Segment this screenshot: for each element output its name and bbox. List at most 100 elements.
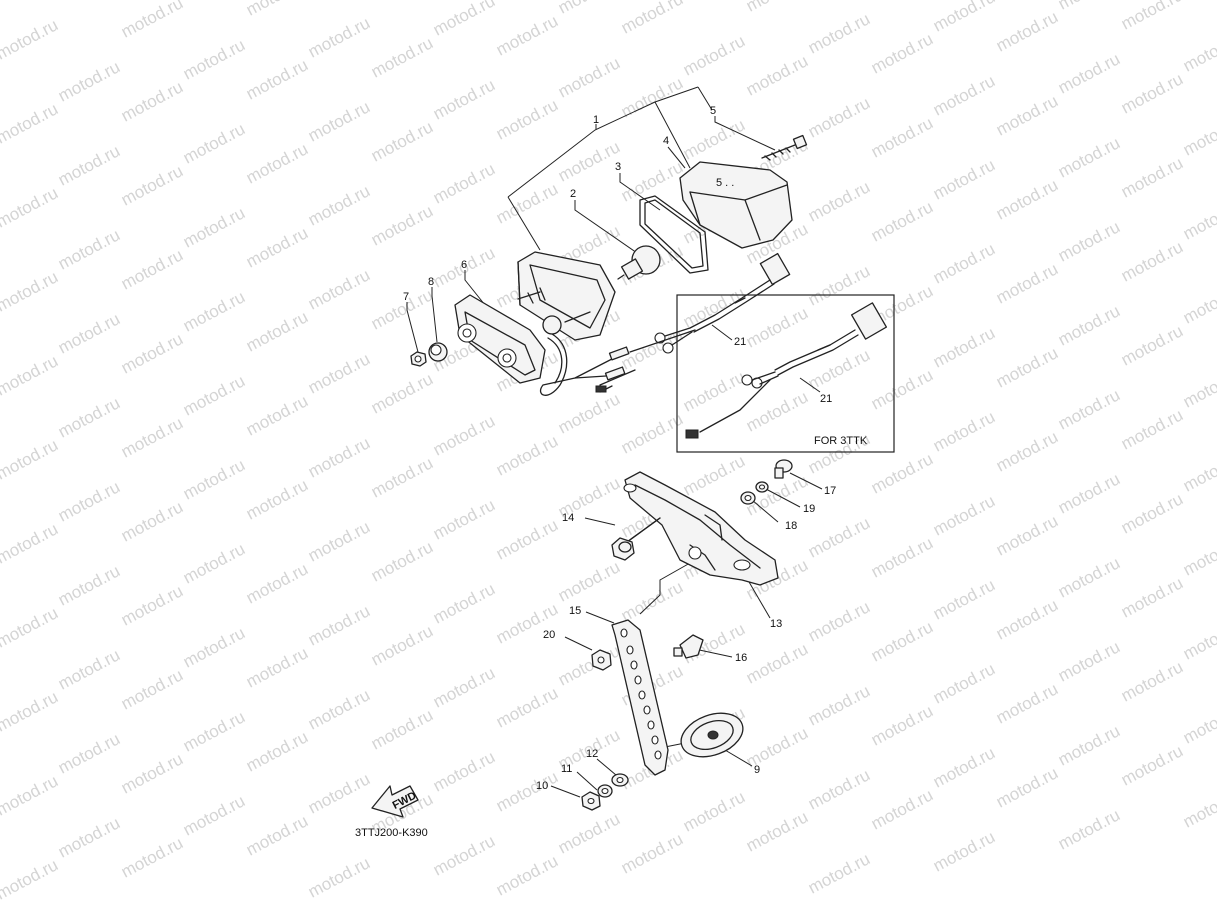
watermark-text: motod.ru — [868, 701, 936, 749]
watermark-text: motod.ru — [55, 309, 123, 357]
watermark-text: motod.ru — [1118, 321, 1186, 369]
watermark-text: motod.ru — [368, 117, 436, 165]
base-plate-part — [454, 294, 546, 384]
watermark-text: motod.ru — [243, 139, 311, 187]
watermark-text: motod.ru — [618, 157, 686, 205]
watermark-text: motod.ru — [243, 727, 311, 775]
watermark-text: motod.ru — [868, 197, 936, 245]
watermark-text: motod.ru — [680, 451, 748, 499]
connector-leads — [574, 346, 636, 393]
bolt-14-part — [611, 517, 661, 561]
watermark-text: motod.ru — [430, 831, 498, 879]
watermark-text: motod.ru — [1180, 363, 1217, 411]
watermark-text: motod.ru — [680, 115, 748, 163]
watermark-text: motod.ru — [305, 517, 373, 565]
watermark-text: motod.ru — [930, 743, 998, 791]
watermark-text: motod.ru — [1118, 657, 1186, 705]
callout-21-main: 21 — [734, 336, 746, 348]
watermark-text: motod.ru — [743, 51, 811, 99]
watermark-text: motod.ru — [0, 603, 61, 651]
watermark-text: motod.ru — [55, 477, 123, 525]
watermark-text: motod.ru — [493, 683, 561, 731]
watermark-text: motod.ru — [1180, 699, 1217, 747]
watermark-text: motod.ru — [243, 475, 311, 523]
watermark-text: motod.ru — [243, 223, 311, 271]
watermark-text: motod.ru — [993, 679, 1061, 727]
watermark-text: motod.ru — [55, 141, 123, 189]
nut-10-part — [581, 791, 601, 811]
watermark-text: motod.ru — [1180, 27, 1217, 75]
watermark-text: motod.ru — [243, 307, 311, 355]
callout-19: 19 — [803, 503, 815, 515]
watermark-text: motod.ru — [368, 201, 436, 249]
watermark-text: motod.ru — [430, 495, 498, 543]
watermark-text: motod.ru — [743, 303, 811, 351]
watermark-text: motod.ru — [430, 0, 498, 40]
watermark-text: motod.ru — [180, 539, 248, 587]
callout-labels: 1 2 3 4 5 6 7 8 9 10 11 12 13 14 15 16 1… — [403, 105, 836, 792]
watermark-text: motod.ru — [1055, 805, 1123, 853]
watermark-text: motod.ru — [993, 91, 1061, 139]
watermark-text: motod.ru — [555, 557, 623, 605]
watermark-text: motod.ru — [305, 97, 373, 145]
watermark-text: motod.ru — [493, 515, 561, 563]
watermark-text: motod.ru — [368, 33, 436, 81]
watermark-text: motod.ru — [1055, 49, 1123, 97]
washer-19-part — [755, 481, 769, 493]
watermark-text: motod.ru — [430, 663, 498, 711]
watermark-text: motod.ru — [305, 601, 373, 649]
watermark-text: motod.ru — [55, 225, 123, 273]
watermark-text: motod.ru — [0, 771, 61, 819]
watermark-text: motod.ru — [993, 595, 1061, 643]
gasket-part — [639, 195, 709, 274]
watermark-text: motod.ru — [680, 367, 748, 415]
watermark-text: motod.ru — [1180, 783, 1217, 831]
watermark-text: motod.ru — [118, 0, 186, 42]
watermark-text: motod.ru — [118, 161, 186, 209]
watermark-text: motod.ru — [493, 179, 561, 227]
callout-2: 2 — [570, 188, 576, 200]
watermark-text: motod.ru — [930, 827, 998, 875]
watermark-text: motod.ru — [118, 329, 186, 377]
watermark-text: motod.ru — [180, 119, 248, 167]
watermark-text: motod.ru — [618, 409, 686, 457]
watermark-text: motod.ru — [993, 511, 1061, 559]
watermark-text: motod.ru — [993, 763, 1061, 811]
watermark-text: motod.ru — [805, 849, 873, 897]
nut-20-part — [591, 649, 612, 671]
watermark-text: motod.ru — [430, 411, 498, 459]
nut-7-part — [410, 351, 427, 367]
watermark-text: motod.ru — [0, 519, 61, 567]
watermark-text: motod.ru — [1118, 489, 1186, 537]
inset-label: FOR 3TTK — [814, 435, 868, 447]
tail-lens-part: 5 . . — [679, 161, 793, 249]
watermark-text: motod.ru — [493, 431, 561, 479]
watermark-text: motod.ru — [0, 687, 61, 735]
callout-20: 20 — [543, 629, 555, 641]
watermark-text: motod.ru — [868, 29, 936, 77]
watermark-text: motod.ru — [493, 11, 561, 59]
watermark-text: motod.ru — [618, 577, 686, 625]
watermark-text: motod.ru — [1118, 237, 1186, 285]
watermark-text: motod.ru — [805, 261, 873, 309]
watermark-text: motod.ru — [55, 561, 123, 609]
watermark-text: motod.ru — [1055, 553, 1123, 601]
watermark-text: motod.ru — [618, 0, 686, 38]
watermark-text: motod.ru — [180, 623, 248, 671]
callout-3: 3 — [615, 161, 621, 173]
washer-12-part — [611, 773, 629, 787]
watermark-text: motod.ru — [930, 71, 998, 119]
watermark-text: motod.ru — [1180, 279, 1217, 327]
watermark-text: motod.ru — [993, 175, 1061, 223]
watermark-text: motod.ru — [180, 455, 248, 503]
watermark-text: motod.ru — [930, 659, 998, 707]
watermark-text: motod.ru — [180, 203, 248, 251]
callout-8: 8 — [428, 276, 434, 288]
watermark-text: motod.ru — [930, 0, 998, 36]
watermark-text: motod.ru — [805, 177, 873, 225]
watermark-text: motod.ru — [55, 729, 123, 777]
watermark-text: motod.ru — [55, 645, 123, 693]
watermark-text: motod.ru — [368, 453, 436, 501]
callout-17: 17 — [824, 485, 836, 497]
